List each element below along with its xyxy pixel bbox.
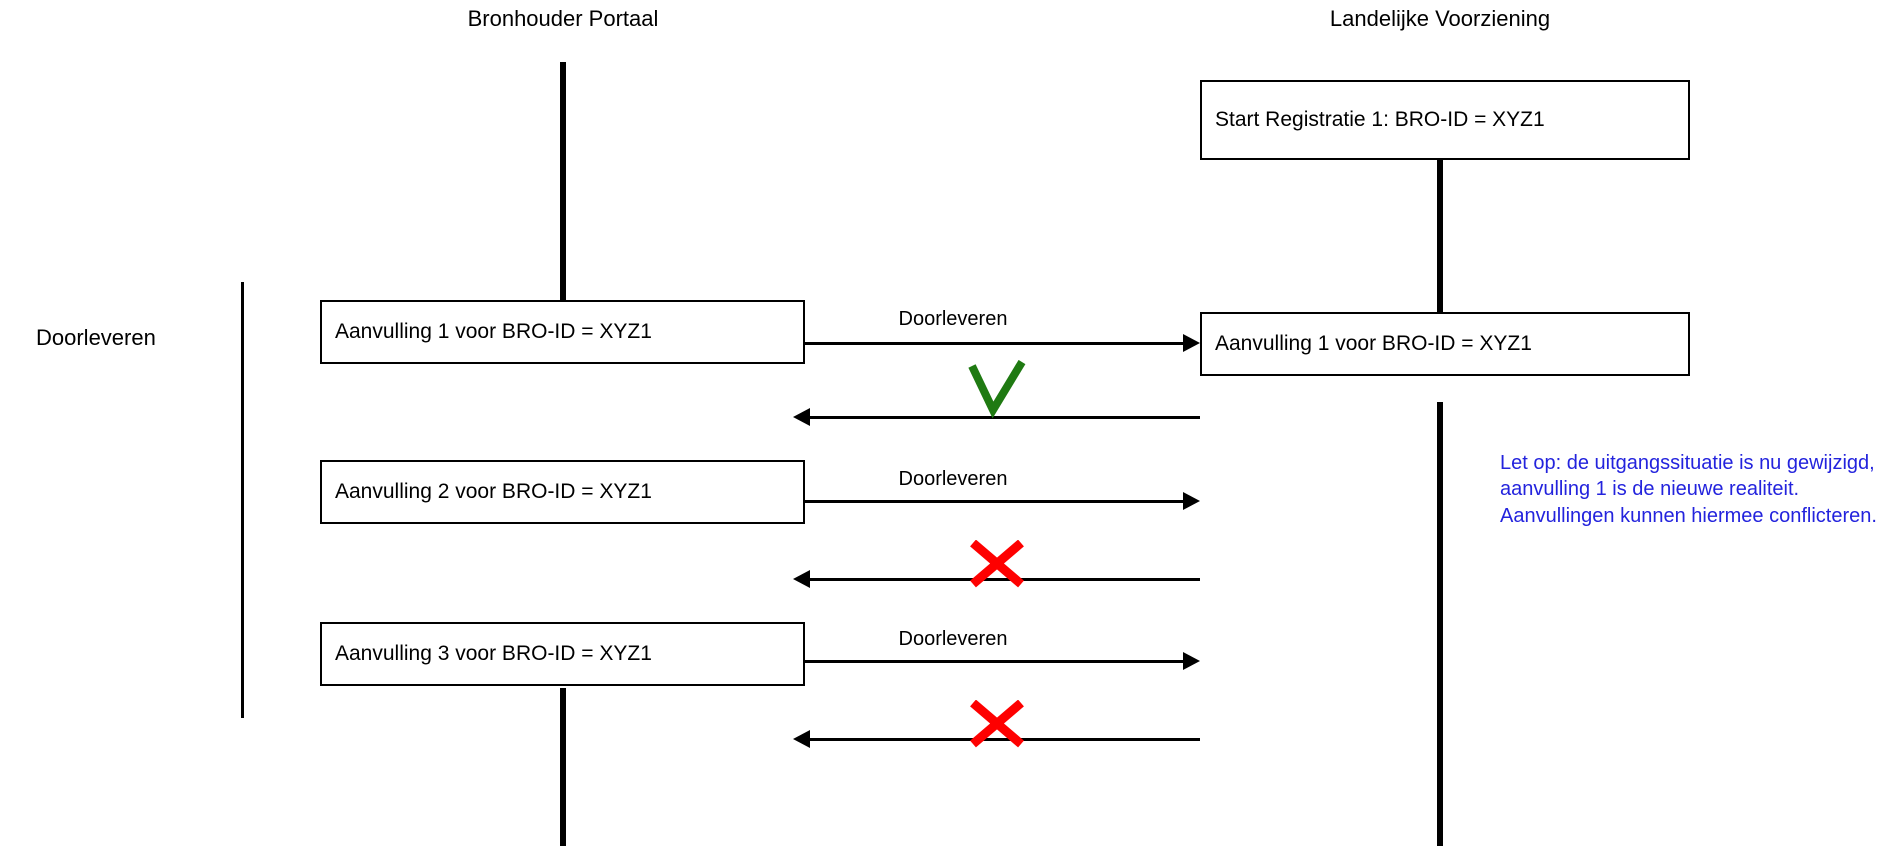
arrow-request-3-line (805, 660, 1185, 663)
arrow-label-doorleveren-3: Doorleveren (898, 628, 1008, 650)
arrow-response-1-line (810, 416, 1200, 419)
box-aanvulling-2-source-label: Aanvulling 2 voor BRO-ID = XYZ1 (335, 480, 652, 503)
box-aanvulling-3-source-label: Aanvulling 3 voor BRO-ID = XYZ1 (335, 642, 652, 665)
box-aanvulling-2-source: Aanvulling 2 voor BRO-ID = XYZ1 (320, 460, 805, 524)
arrow-response-2-line (810, 578, 1200, 581)
lifeline-bar-bronhouder-top (560, 62, 566, 302)
lifeline-title-landelijke-voorziening: Landelijke Voorziening (1329, 6, 1551, 31)
cross-icon-response-3 (968, 700, 1028, 748)
lifeline-title-bronhouder-portaal: Bronhouder Portaal (467, 6, 659, 31)
box-start-registratie-label: Start Registratie 1: BRO-ID = XYZ1 (1215, 108, 1545, 131)
arrow-response-3-line (810, 738, 1200, 741)
box-aanvulling-1-source: Aanvulling 1 voor BRO-ID = XYZ1 (320, 300, 805, 364)
cross-icon-response-2 (968, 540, 1028, 588)
lifeline-bar-landelijke-bottom (1437, 402, 1443, 846)
box-aanvulling-1-target: Aanvulling 1 voor BRO-ID = XYZ1 (1200, 312, 1690, 376)
check-icon-response-1 (966, 360, 1030, 420)
arrow-response-1-head (793, 408, 810, 426)
arrow-response-3-head (793, 730, 810, 748)
arrow-response-2-head (793, 570, 810, 588)
arrow-request-3-head (1183, 652, 1200, 670)
arrow-request-2-line (805, 500, 1185, 503)
lifeline-bar-landelijke-top (1437, 160, 1443, 312)
arrow-label-doorleveren-1: Doorleveren (898, 308, 1008, 330)
arrow-request-2-head (1183, 492, 1200, 510)
arrow-request-1-head (1183, 334, 1200, 352)
box-aanvulling-1-source-label: Aanvulling 1 voor BRO-ID = XYZ1 (335, 320, 652, 343)
note-uitgangssituatie: Let op: de uitgangssituatie is nu gewijz… (1500, 452, 1877, 527)
arrow-request-1-line (805, 342, 1185, 345)
box-start-registratie: Start Registratie 1: BRO-ID = XYZ1 (1200, 80, 1690, 160)
arrow-label-doorleveren-2: Doorleveren (898, 468, 1008, 490)
group-label-doorleveren: Doorleveren (36, 325, 156, 350)
group-bracket-doorleveren (241, 282, 244, 718)
lifeline-bar-bronhouder-bottom (560, 688, 566, 846)
box-aanvulling-3-source: Aanvulling 3 voor BRO-ID = XYZ1 (320, 622, 805, 686)
box-aanvulling-1-target-label: Aanvulling 1 voor BRO-ID = XYZ1 (1215, 332, 1532, 355)
